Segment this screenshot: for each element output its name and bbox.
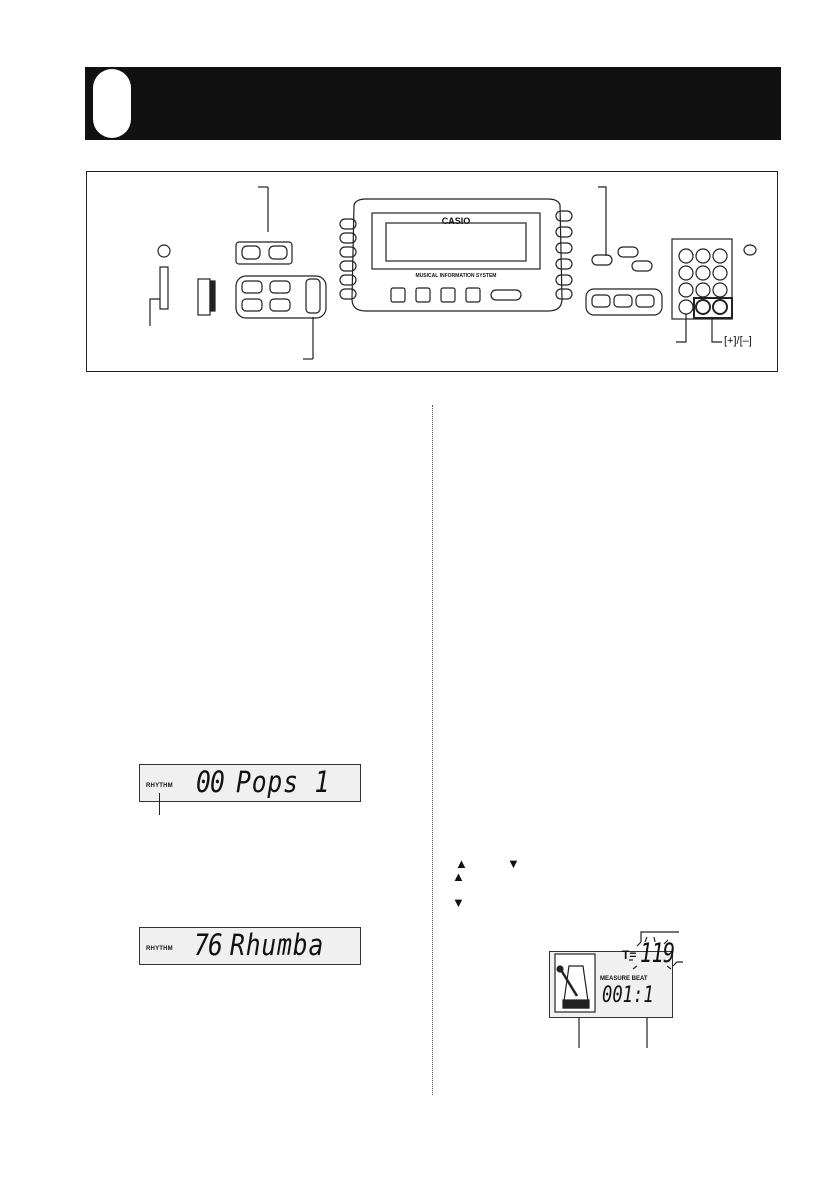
measure-value: 001 — [602, 983, 634, 1008]
rhythm-number: 00 — [196, 765, 225, 799]
beat-value: 1 — [643, 983, 654, 1008]
up-triangle-icon: ▲ — [455, 856, 468, 871]
rhythm-indicator: RHYTHM — [146, 783, 173, 789]
metronome-display-art — [554, 931, 683, 1048]
up-triangle-icon: ▲ — [452, 869, 465, 884]
down-triangle-icon: ▼ — [507, 856, 520, 871]
section-header-bar — [85, 67, 781, 140]
tempo-prefix: T= — [622, 948, 637, 962]
measure-beat-label: MEASURE BEAT — [600, 976, 648, 982]
keyboard-panel-diagram — [86, 171, 778, 372]
column-divider — [432, 405, 433, 1095]
rhythm-number: 76 — [194, 928, 223, 962]
plus-minus-callout: [+]/[–] — [724, 335, 752, 347]
down-triangle-icon: ▼ — [452, 895, 465, 910]
rhythm-indicator-pointer — [159, 793, 160, 815]
rhythm-indicator: RHYTHM — [146, 946, 173, 952]
rhythm-name: Rhumba — [230, 928, 325, 962]
section-tab-marker — [93, 69, 131, 138]
measure-beat-value: 001:1 — [602, 983, 654, 1008]
rhythm-display-rhumba: RHYTHM 76 Rhumba — [139, 927, 361, 965]
rhythm-display-pops: RHYTHM 00 Pops 1 — [139, 764, 361, 802]
brand-logo-text: CASIO — [442, 216, 471, 226]
panel-illustration: CASIO MUSICAL INFORMATION SYSTEM — [149, 186, 757, 360]
tempo-value: 119 — [640, 938, 675, 969]
system-label: MUSICAL INFORMATION SYSTEM — [416, 273, 497, 279]
rhythm-name: Pops 1 — [236, 765, 331, 799]
metronome-icon — [554, 953, 596, 1013]
